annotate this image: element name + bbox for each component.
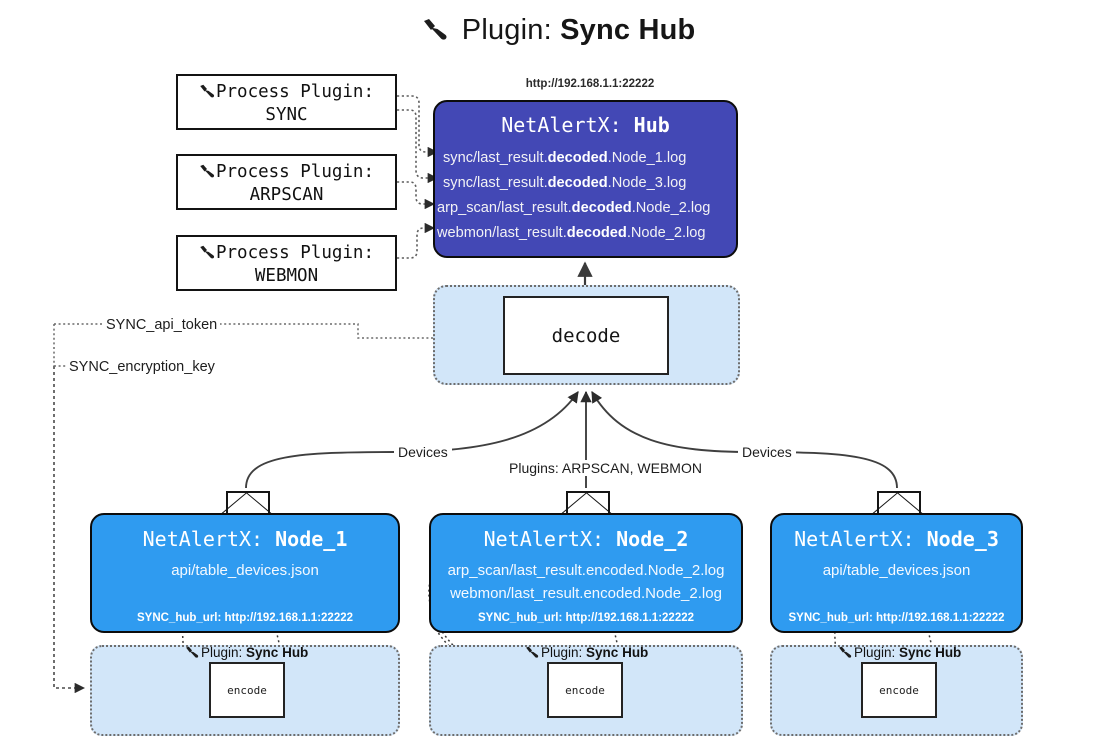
hub-log-post: .Node_1.log: [607, 150, 687, 166]
node-3-line: api/table_devices.json: [822, 562, 971, 579]
edge-encryption-key-down: [53, 366, 86, 694]
plug-icon: [199, 245, 215, 265]
process-plugin-sync-box[interactable]: Process Plugin: SYNC: [176, 74, 397, 130]
hub-log-post: .Node_2.log: [626, 225, 706, 241]
hub-log-pre: sync/last_result.: [443, 175, 548, 191]
node-1-hub-url: SYNC_hub_url: http://192.168.1.1:22222: [136, 612, 354, 624]
encode-plugin-label-node-2: Plugin: Sync Hub: [525, 645, 648, 662]
hub-log-mid: decoded: [547, 150, 608, 166]
process-plugin-webmon-name: WEBMON: [254, 266, 319, 287]
node-2-lines: arp_scan/last_result.encoded.Node_2.log …: [431, 559, 741, 605]
plug-icon: [199, 164, 215, 184]
edge-sync-to-hub-log2: [397, 109, 439, 184]
node-1-lines: api/table_devices.json: [92, 559, 398, 582]
encode-box-node-1[interactable]: encode: [209, 662, 285, 718]
encode-plugin-name-node-3: Sync Hub: [899, 645, 962, 660]
hub-log-row: webmon/last_result.decoded.Node_2.log: [435, 221, 736, 246]
hub-log-mid: decoded: [566, 225, 627, 241]
hub-log-list: sync/last_result.decoded.Node_1.log sync…: [435, 146, 736, 246]
page-title-prefix: Plugin:: [461, 14, 552, 46]
process-plugin-sync-line1: Process Plugin:: [178, 82, 395, 105]
encode-plugin-prefix-node-2: Plugin:: [541, 645, 583, 660]
node-card-node-2[interactable]: NetAlertX: Node_2 arp_scan/last_result.e…: [429, 513, 743, 633]
encode-plugin-prefix-node-3: Plugin:: [854, 645, 896, 660]
page-title-name: Sync Hub: [560, 14, 696, 46]
hub-log-post: .Node_2.log: [631, 200, 711, 216]
node-3-title-prefix: NetAlertX:: [794, 527, 915, 551]
edge-label-devices-right: Devices: [738, 444, 796, 460]
node-1-title-prefix: NetAlertX:: [142, 527, 264, 551]
process-plugin-sync-label: Process Plugin:: [215, 82, 375, 102]
encode-plugin-label-node-3: Plugin: Sync Hub: [838, 645, 961, 662]
encode-box-node-2[interactable]: encode: [547, 662, 623, 718]
encode-box-node-3[interactable]: encode: [861, 662, 937, 718]
hub-log-pre: webmon/last_result.: [437, 225, 567, 241]
plug-icon: [422, 17, 456, 49]
hub-log-row: arp_scan/last_result.decoded.Node_2.log: [435, 196, 736, 221]
node-2-line: arp_scan/last_result.encoded.Node_2.log: [447, 562, 725, 579]
decode-box[interactable]: decode: [503, 296, 669, 375]
node-2-hub-url: SYNC_hub_url: http://192.168.1.1:22222: [477, 612, 695, 624]
edge-webmon-to-hub-log4: [397, 222, 436, 259]
encode-plugin-name-node-2: Sync Hub: [586, 645, 649, 660]
hub-log-mid: decoded: [571, 200, 632, 216]
edge-label-devices-left: Devices: [394, 444, 452, 460]
process-plugin-webmon-box[interactable]: Process Plugin: WEBMON: [176, 235, 397, 291]
node-2-title-prefix: NetAlertX:: [483, 527, 605, 551]
hub-node[interactable]: NetAlertX: Hub sync/last_result.decoded.…: [433, 100, 738, 258]
hub-log-post: .Node_3.log: [607, 175, 687, 191]
plug-icon: [199, 84, 215, 104]
plug-icon: [185, 646, 199, 662]
encode-plugin-name-node-1: Sync Hub: [246, 645, 309, 660]
node-1-title: NetAlertX: Node_1: [92, 527, 398, 551]
node-1-title-name: Node_1: [275, 527, 348, 551]
node-2-title-name: Node_2: [616, 527, 689, 551]
hub-log-pre: sync/last_result.: [443, 150, 548, 166]
page-title: Plugin: Sync Hub: [0, 14, 1117, 50]
plug-icon: [838, 646, 852, 662]
hub-log-pre: arp_scan/last_result.: [437, 200, 572, 216]
node-3-lines: api/table_devices.json: [772, 559, 1021, 582]
hub-title: NetAlertX: Hub: [435, 113, 736, 137]
node-card-node-3[interactable]: NetAlertX: Node_3 api/table_devices.json…: [770, 513, 1023, 633]
edge-arpscan-to-hub-log3: [397, 181, 436, 210]
hub-title-name: Hub: [633, 113, 670, 137]
hub-title-prefix: NetAlertX:: [501, 113, 622, 137]
process-plugin-arpscan-box[interactable]: Process Plugin: ARPSCAN: [176, 154, 397, 210]
edge-label-plugins: Plugins: ARPSCAN, WEBMON: [505, 460, 706, 476]
node-3-title-name: Node_3: [926, 527, 999, 551]
sync-api-token-label: SYNC_api_token: [103, 317, 221, 333]
node-1-line: api/table_devices.json: [171, 562, 319, 579]
node-3-title: NetAlertX: Node_3: [772, 527, 1021, 551]
plug-icon: [525, 646, 539, 662]
process-plugin-arpscan-line1: Process Plugin:: [178, 162, 395, 185]
hub-log-row: sync/last_result.decoded.Node_1.log: [435, 146, 736, 171]
process-plugin-sync-name: SYNC: [265, 105, 308, 126]
process-plugin-arpscan-label: Process Plugin:: [215, 162, 375, 182]
node-2-line: webmon/last_result.encoded.Node_2.log: [450, 585, 722, 602]
process-plugin-arpscan-name: ARPSCAN: [249, 185, 324, 206]
node-card-node-1[interactable]: NetAlertX: Node_1 api/table_devices.json…: [90, 513, 400, 633]
edge-sync-to-hub-log1: [397, 95, 439, 158]
hub-log-row: sync/last_result.decoded.Node_3.log: [435, 171, 736, 196]
sync-encryption-key-label: SYNC_encryption_key: [66, 359, 218, 375]
encode-plugin-prefix-node-1: Plugin:: [201, 645, 243, 660]
process-plugin-webmon-label: Process Plugin:: [215, 243, 375, 263]
node-2-title: NetAlertX: Node_2: [431, 527, 741, 551]
node-3-hub-url: SYNC_hub_url: http://192.168.1.1:22222: [788, 612, 1005, 624]
process-plugin-webmon-line1: Process Plugin:: [178, 243, 395, 266]
encode-plugin-label-node-1: Plugin: Sync Hub: [185, 645, 308, 662]
hub-url-label: http://192.168.1.1:22222: [525, 78, 655, 90]
hub-log-mid: decoded: [547, 175, 608, 191]
